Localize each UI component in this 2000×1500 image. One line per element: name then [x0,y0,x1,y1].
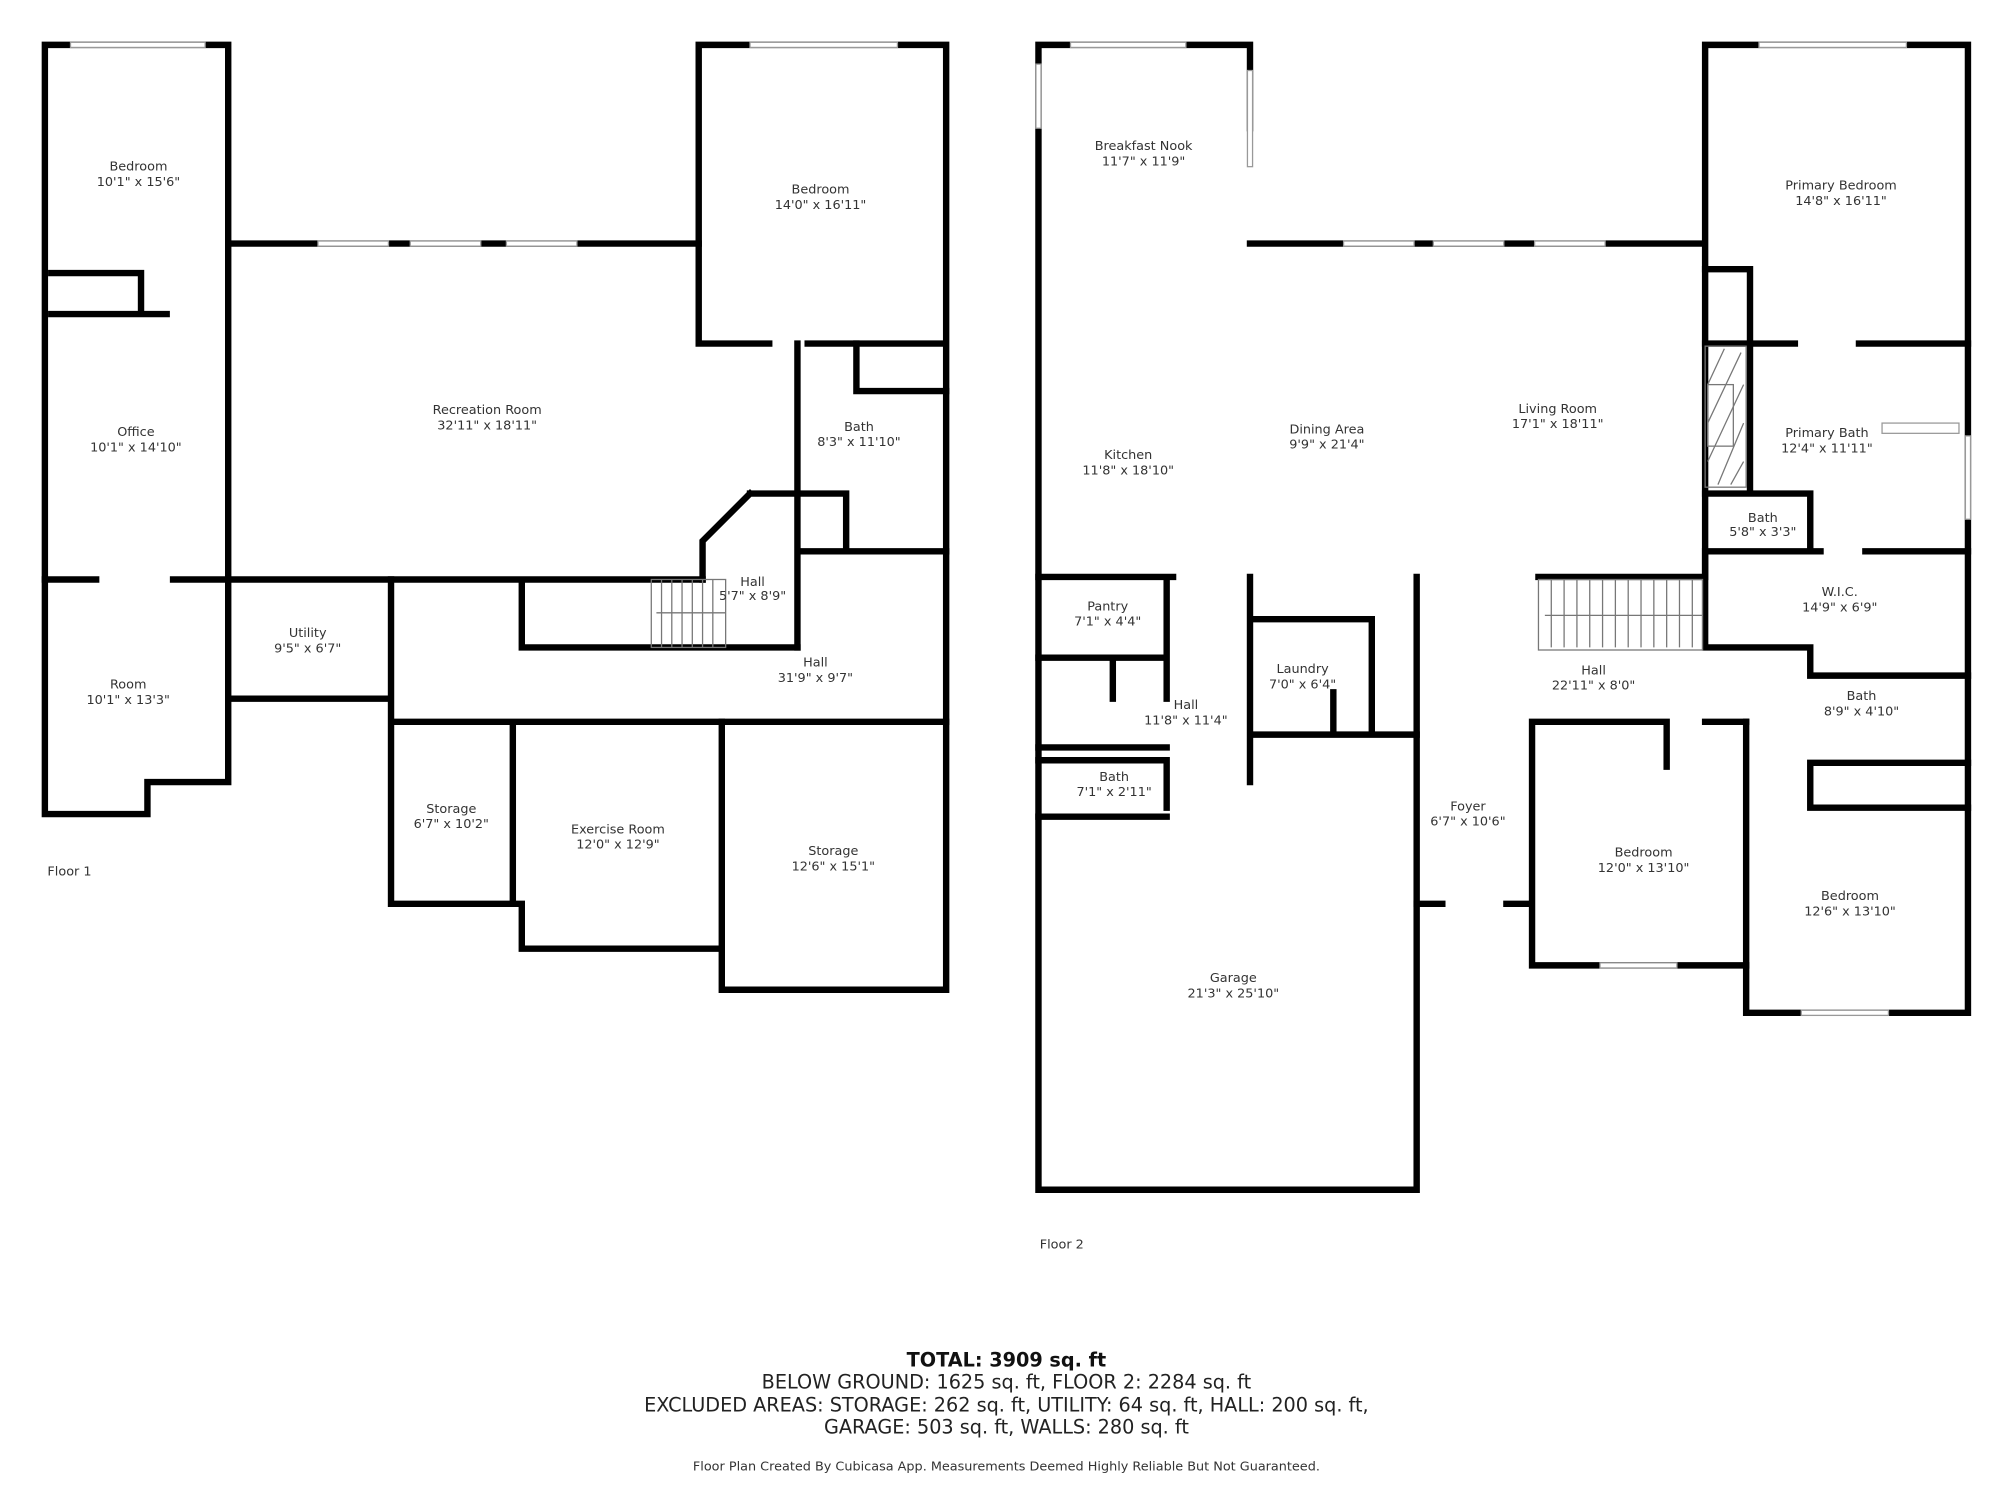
room-primary-bedroom: Primary Bedroom [1785,179,1897,194]
room-dims: 10'1" x 14'10" [90,440,182,455]
floor1-stairs [650,578,727,649]
room-dims: 9'9" x 21'4" [1289,438,1364,453]
room-dims: 11'7" x 11'9" [1102,154,1185,169]
room-dims: 5'8" x 3'3" [1729,525,1796,540]
area-summary: TOTAL: 3909 sq. ft BELOW GROUND: 1625 sq… [644,1349,1368,1475]
room-dims: 14'9" x 6'9" [1802,601,1877,616]
room-dims: 14'0" x 16'11" [775,198,867,213]
room-dims: 32'11" x 18'11" [437,418,537,433]
floor1-label: Floor 1 [47,865,91,880]
room-dims: 12'4" x 11'11" [1781,442,1873,457]
room-dims: 12'6" x 15'1" [792,860,875,875]
room-dims: 9'5" x 6'7" [274,642,341,657]
room-dims: 10'1" x 13'3" [86,693,169,708]
room-hall: Hall [1174,698,1199,713]
room-bath: Bath [1099,770,1129,785]
room-dims: 11'8" x 11'4" [1144,713,1227,728]
room-utility: Utility [289,626,327,641]
room-office: Office [117,425,155,440]
room-dims: 17'1" x 18'11" [1512,417,1604,432]
room-dims: 12'6" x 13'10" [1804,904,1896,919]
room-dims: 10'1" x 15'6" [97,175,180,190]
area-line-3: GARAGE: 503 sq. ft, WALLS: 280 sq. ft [824,1415,1189,1438]
room-hall: Hall [803,656,828,671]
room-primary-bath: Primary Bath [1785,426,1868,441]
room-dims: 6'7" x 10'2" [414,817,489,832]
room-bath: Bath [844,420,874,435]
room-breakfast-nook: Breakfast Nook [1095,139,1193,154]
room-bath: Bath [1847,689,1877,704]
room-dims: 5'7" x 8'9" [719,589,786,604]
room-dims: 6'7" x 10'6" [1430,815,1505,830]
room-pantry: Pantry [1087,599,1128,614]
room-dims: 8'9" x 4'10" [1824,704,1899,719]
room-dims: 31'9" x 9'7" [778,671,853,686]
room-dining: Dining Area [1289,422,1364,437]
room-dims: 22'11" x 8'0" [1552,679,1635,694]
room-dims: 7'1" x 2'11" [1076,785,1151,800]
area-line-1: BELOW GROUND: 1625 sq. ft, FLOOR 2: 2284… [762,1370,1252,1393]
room-dims: 11'8" x 18'10" [1082,463,1174,478]
floor1-windows [69,41,899,247]
room-room: Room [110,677,147,692]
room-storage: Storage [426,802,476,817]
room-dims: 12'0" x 13'10" [1598,861,1690,876]
floor2-walls [1035,41,1972,1193]
room-living: Living Room [1518,402,1597,417]
room-hall: Hall [1581,663,1606,678]
floor2-windows [1035,41,1972,1017]
floor2-label: Floor 2 [1040,1238,1084,1253]
room-dims: 12'0" x 12'9" [576,838,659,853]
room-dims: 14'8" x 16'11" [1795,194,1887,209]
disclaimer: Floor Plan Created By Cubicasa App. Meas… [693,1460,1320,1475]
room-bedroom: Bedroom [792,183,850,198]
room-storage: Storage [808,844,858,859]
room-dims: 7'0" x 6'4" [1269,677,1336,692]
room-dims: 8'3" x 11'10" [817,435,900,450]
floor1-labels: Bedroom 10'1" x 15'6" Bedroom 14'0" x 16… [47,160,900,880]
room-dims: 21'3" x 25'10" [1188,986,1280,1001]
room-recreation: Recreation Room [433,403,542,418]
room-hall: Hall [740,575,765,590]
room-bedroom: Bedroom [1615,845,1673,860]
floor2-stairs [1537,578,1704,651]
room-laundry: Laundry [1276,662,1329,677]
room-bedroom: Bedroom [109,160,167,175]
room-bath: Bath [1748,511,1778,526]
room-kitchen: Kitchen [1104,448,1152,463]
room-exercise: Exercise Room [571,822,665,837]
room-dims: 7'1" x 4'4" [1074,615,1141,630]
floor1-walls [41,41,950,993]
area-line-2: EXCLUDED AREAS: STORAGE: 262 sq. ft, UTI… [644,1394,1368,1417]
room-wic: W.I.C. [1822,585,1858,600]
total-area: TOTAL: 3909 sq. ft [907,1349,1106,1372]
floor2-labels: Breakfast Nook 11'7" x 11'9" Primary Bed… [1040,139,1899,1253]
room-foyer: Foyer [1450,799,1486,814]
floor2-fireplace [1704,345,1747,488]
room-garage: Garage [1210,971,1257,986]
room-bedroom: Bedroom [1821,889,1879,904]
